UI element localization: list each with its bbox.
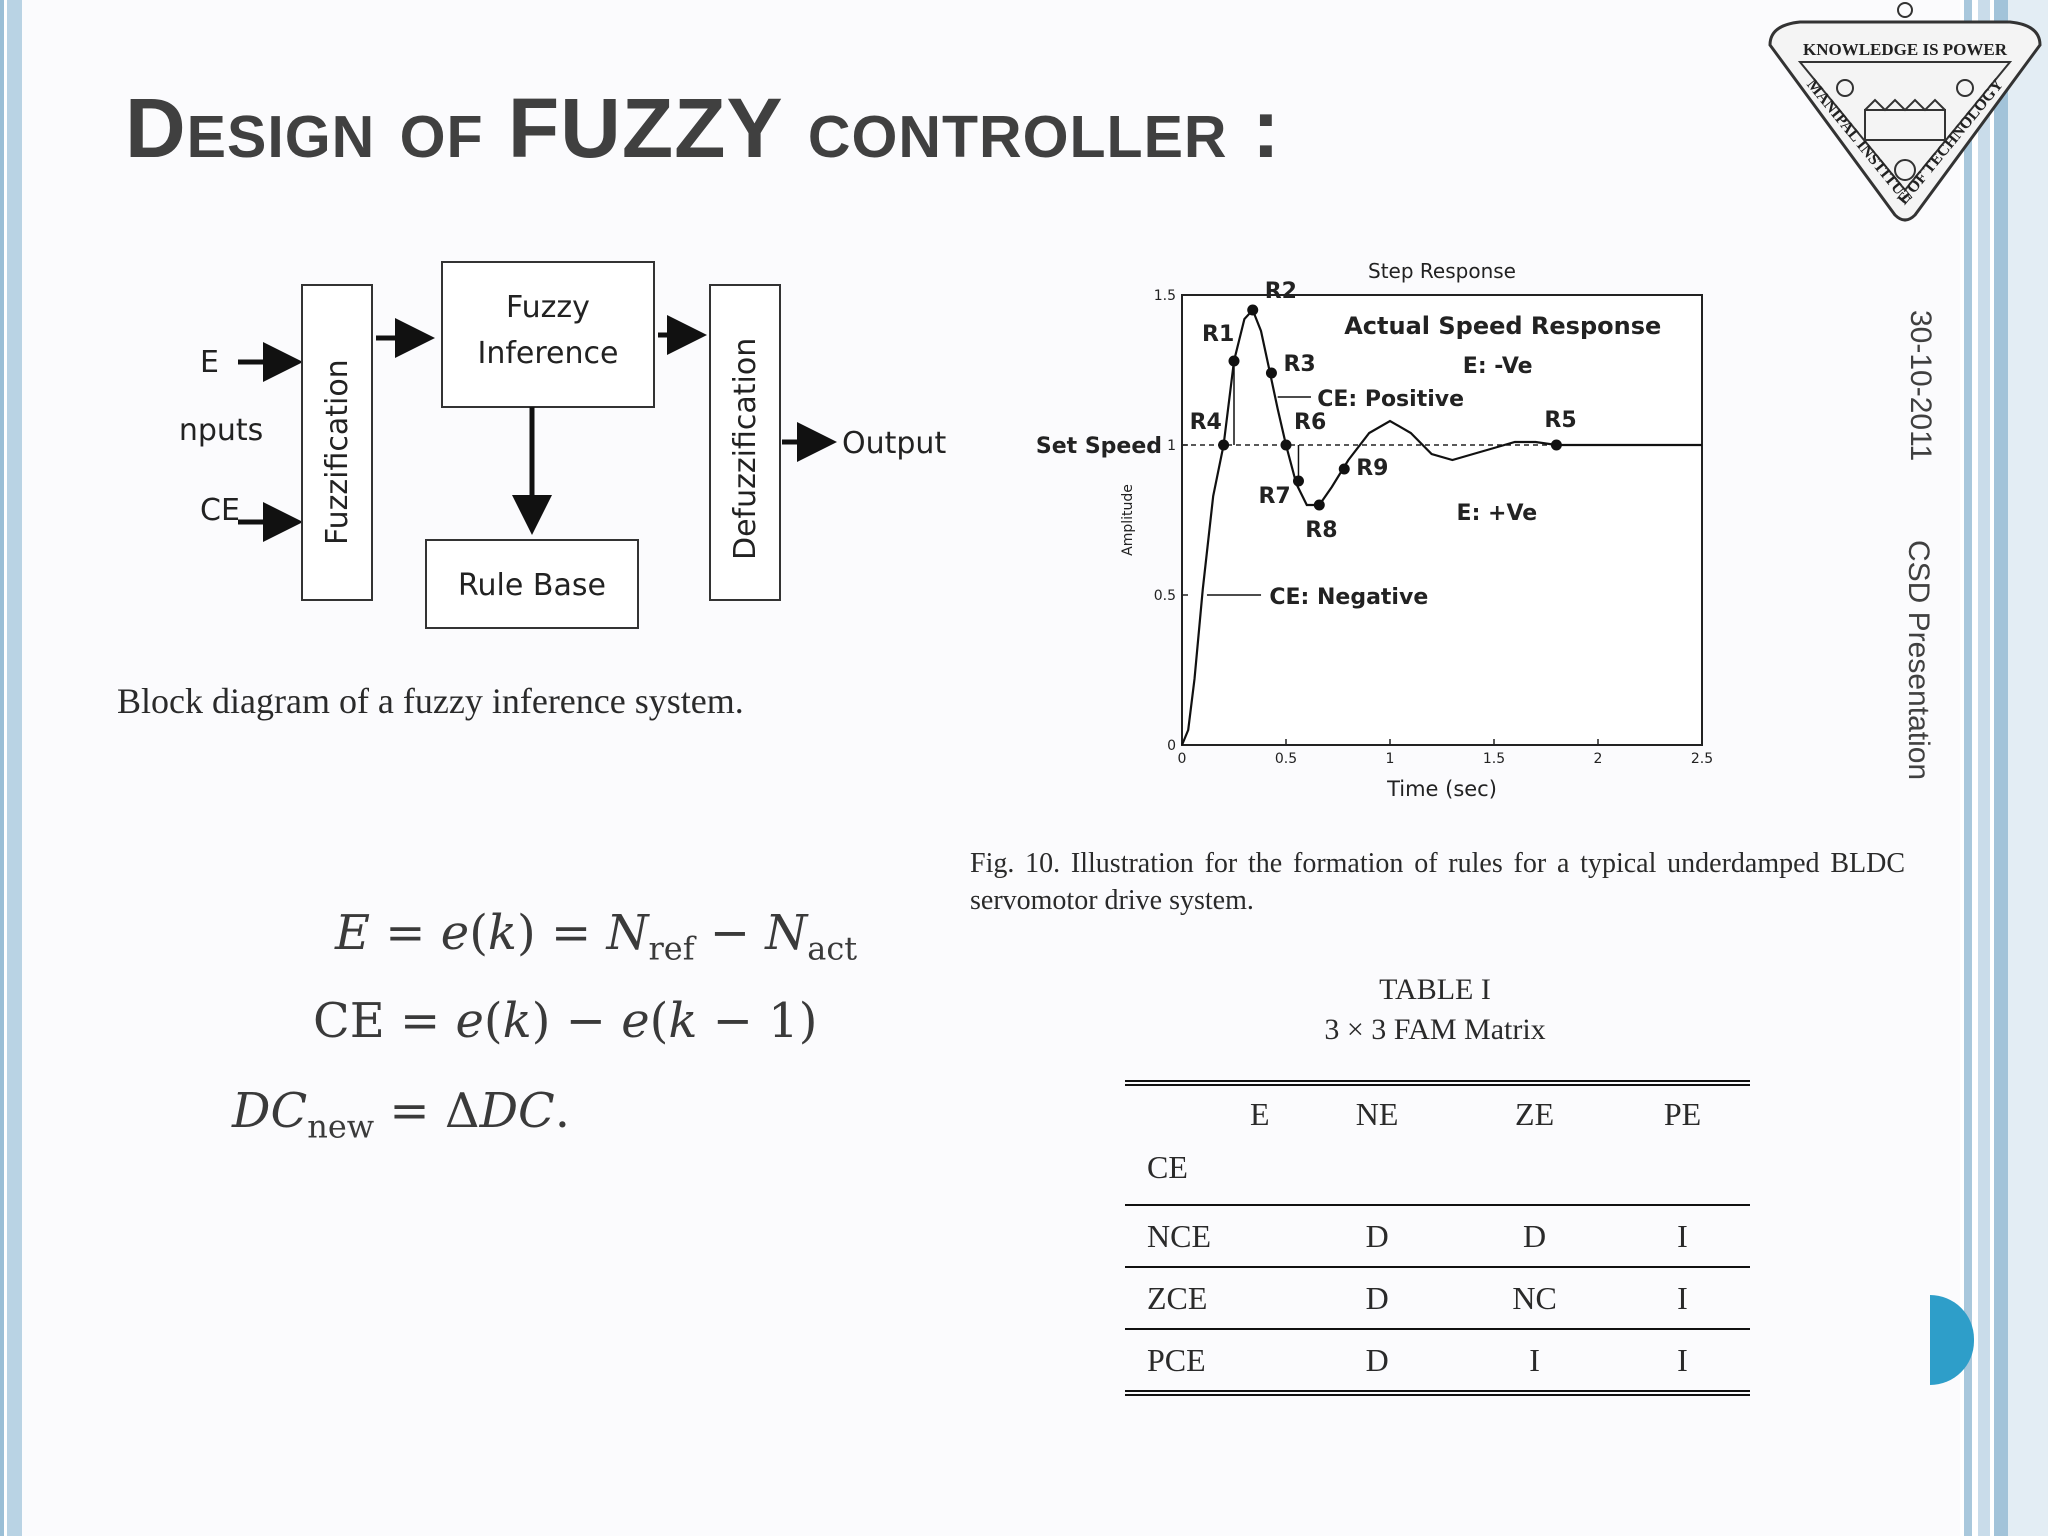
header-ce: CE: [1147, 1149, 1188, 1185]
left-border-stripe: [0, 0, 22, 1536]
rule-label-r6: R6: [1294, 410, 1326, 435]
logo-motto: KNOWLEDGE IS POWER: [1803, 40, 2008, 59]
annotation-ce-negative: CE: Negative: [1269, 585, 1428, 610]
table-cell: I: [1677, 1279, 1688, 1316]
rule-base-label: Rule Base: [458, 568, 606, 603]
table-cell: D: [1365, 1341, 1389, 1378]
rule-point-r2: [1247, 304, 1259, 316]
equation-duty-cycle: DCnew = ΔDC.: [232, 1083, 571, 1146]
fuzzy-inference-line1: Fuzzy: [506, 290, 590, 325]
defuzzification-label: Defuzzification: [728, 338, 763, 560]
table-cell: NC: [1512, 1279, 1557, 1316]
fuzzification-label: Fuzzification: [320, 359, 355, 545]
table-cell: I: [1677, 1217, 1688, 1254]
rule-label-r2: R2: [1265, 279, 1297, 304]
date-fragment: 30-10-2011: [1905, 310, 1945, 490]
rule-point-r6: [1280, 439, 1292, 451]
table-cell: D: [1365, 1279, 1389, 1316]
fuzzy-inference-line2: Inference: [478, 336, 619, 371]
rule-label-r8: R8: [1305, 518, 1337, 543]
x-tick-label: 2: [1594, 751, 1603, 767]
plot-frame: [1181, 294, 1703, 746]
rule-label-r9: R9: [1356, 456, 1388, 481]
output-label: Output: [842, 426, 946, 461]
rule-point-r5: [1550, 439, 1562, 451]
rule-point-r4: [1218, 439, 1230, 451]
right-border-stripes: [1960, 0, 2048, 1536]
table-row: PCE D I I: [1125, 1329, 1750, 1393]
table-row: NCE D D I: [1125, 1205, 1750, 1267]
equation-change-in-error: CE = e(k) − e(k − 1): [313, 993, 818, 1049]
fam-table-number: TABLE I: [1379, 973, 1491, 1006]
rule-label-r5: R5: [1544, 408, 1576, 433]
rule-base-box: [425, 539, 639, 629]
title-suffix: controller :: [783, 81, 1281, 175]
x-tick-label: 1.5: [1483, 751, 1505, 767]
row-label: PCE: [1147, 1341, 1206, 1378]
input-e-label: E: [200, 345, 219, 380]
inputs-label: Inputs: [180, 413, 263, 448]
x-tick-label: 1: [1386, 751, 1395, 767]
block-diagram: E Inputs CE Fuzzification Fuzzy Inferenc…: [180, 261, 946, 629]
row-label: NCE: [1147, 1217, 1211, 1254]
rule-point-r9: [1338, 463, 1350, 475]
table-cell: I: [1529, 1341, 1540, 1378]
defuzzification-box: [709, 284, 781, 601]
date-text: 30-10-2011: [1905, 310, 1937, 462]
rule-point-r3: [1265, 367, 1277, 379]
x-tick-label: 2.5: [1691, 751, 1713, 767]
annotation-e-positive: E: +Ve: [1457, 501, 1538, 526]
annotation-actual-response: Actual Speed Response: [1344, 312, 1661, 340]
input-ce-label: CE: [200, 493, 240, 528]
col-header: PE: [1663, 1096, 1702, 1132]
fam-table-title: TABLE I 3 × 3 FAM Matrix: [1130, 970, 1740, 1050]
side-label-text: CSD Presentation: [1902, 540, 1935, 781]
table-cell: D: [1523, 1217, 1547, 1254]
col-header: ZE: [1515, 1096, 1555, 1132]
x-axis-label: Time (sec): [1386, 777, 1497, 801]
rule-label-r3: R3: [1283, 352, 1315, 377]
header-e: E: [1250, 1096, 1270, 1132]
y-tick-label: 1: [1167, 438, 1176, 454]
title-prefix: Design of: [125, 81, 508, 175]
slide-title: Design of FUZZY controller :: [125, 80, 1281, 177]
rule-label-r1: R1: [1202, 322, 1234, 347]
equation-error: E = e(k) = Nref − Nact: [335, 905, 858, 968]
annotation-ce-positive: CE: Positive: [1317, 387, 1464, 412]
chart-title: Step Response: [1368, 259, 1516, 283]
x-tick-label: 0.5: [1275, 751, 1297, 767]
y-axis-label: Amplitude: [1120, 484, 1136, 556]
table-header-row: E CE NE ZE PE: [1125, 1083, 1750, 1205]
y-tick-label: 1.5: [1154, 288, 1176, 304]
title-highlight: FUZZY: [507, 81, 784, 175]
col-header: NE: [1355, 1096, 1399, 1132]
set-speed-label: Set Speed: [1036, 434, 1162, 459]
table-row: ZCE D NC I: [1125, 1267, 1750, 1329]
table-corner-cell: E CE: [1125, 1083, 1300, 1205]
x-tick-label: 0: [1178, 751, 1187, 767]
rule-point-r8: [1313, 499, 1325, 511]
institute-logo: KNOWLEDGE IS POWER MANIPAL INSTITUTE OF …: [1768, 2, 2042, 222]
side-label: CSD Presentation: [1880, 540, 1960, 840]
table-cell: D: [1365, 1217, 1389, 1254]
table-cell: I: [1677, 1341, 1688, 1378]
rule-label-r7: R7: [1258, 484, 1290, 509]
fuzzy-inference-box: [441, 261, 655, 408]
figure-caption: Fig. 10. Illustration for the formation …: [970, 848, 1905, 916]
fam-matrix-table: E CE NE ZE PE NCE D D I ZCE D NC I PCE D…: [1125, 1080, 1750, 1396]
block-diagram-caption: Block diagram of a fuzzy inference syste…: [117, 681, 744, 721]
y-tick-label: 0: [1167, 738, 1176, 754]
rule-label-r4: R4: [1190, 410, 1222, 435]
fam-table-subtitle: 3 × 3 FAM Matrix: [1324, 1013, 1546, 1046]
y-tick-label: 0.5: [1154, 588, 1176, 604]
annotation-e-negative: E: -Ve: [1463, 354, 1533, 379]
fuzzification-box: [301, 284, 373, 601]
row-label: ZCE: [1147, 1279, 1208, 1316]
